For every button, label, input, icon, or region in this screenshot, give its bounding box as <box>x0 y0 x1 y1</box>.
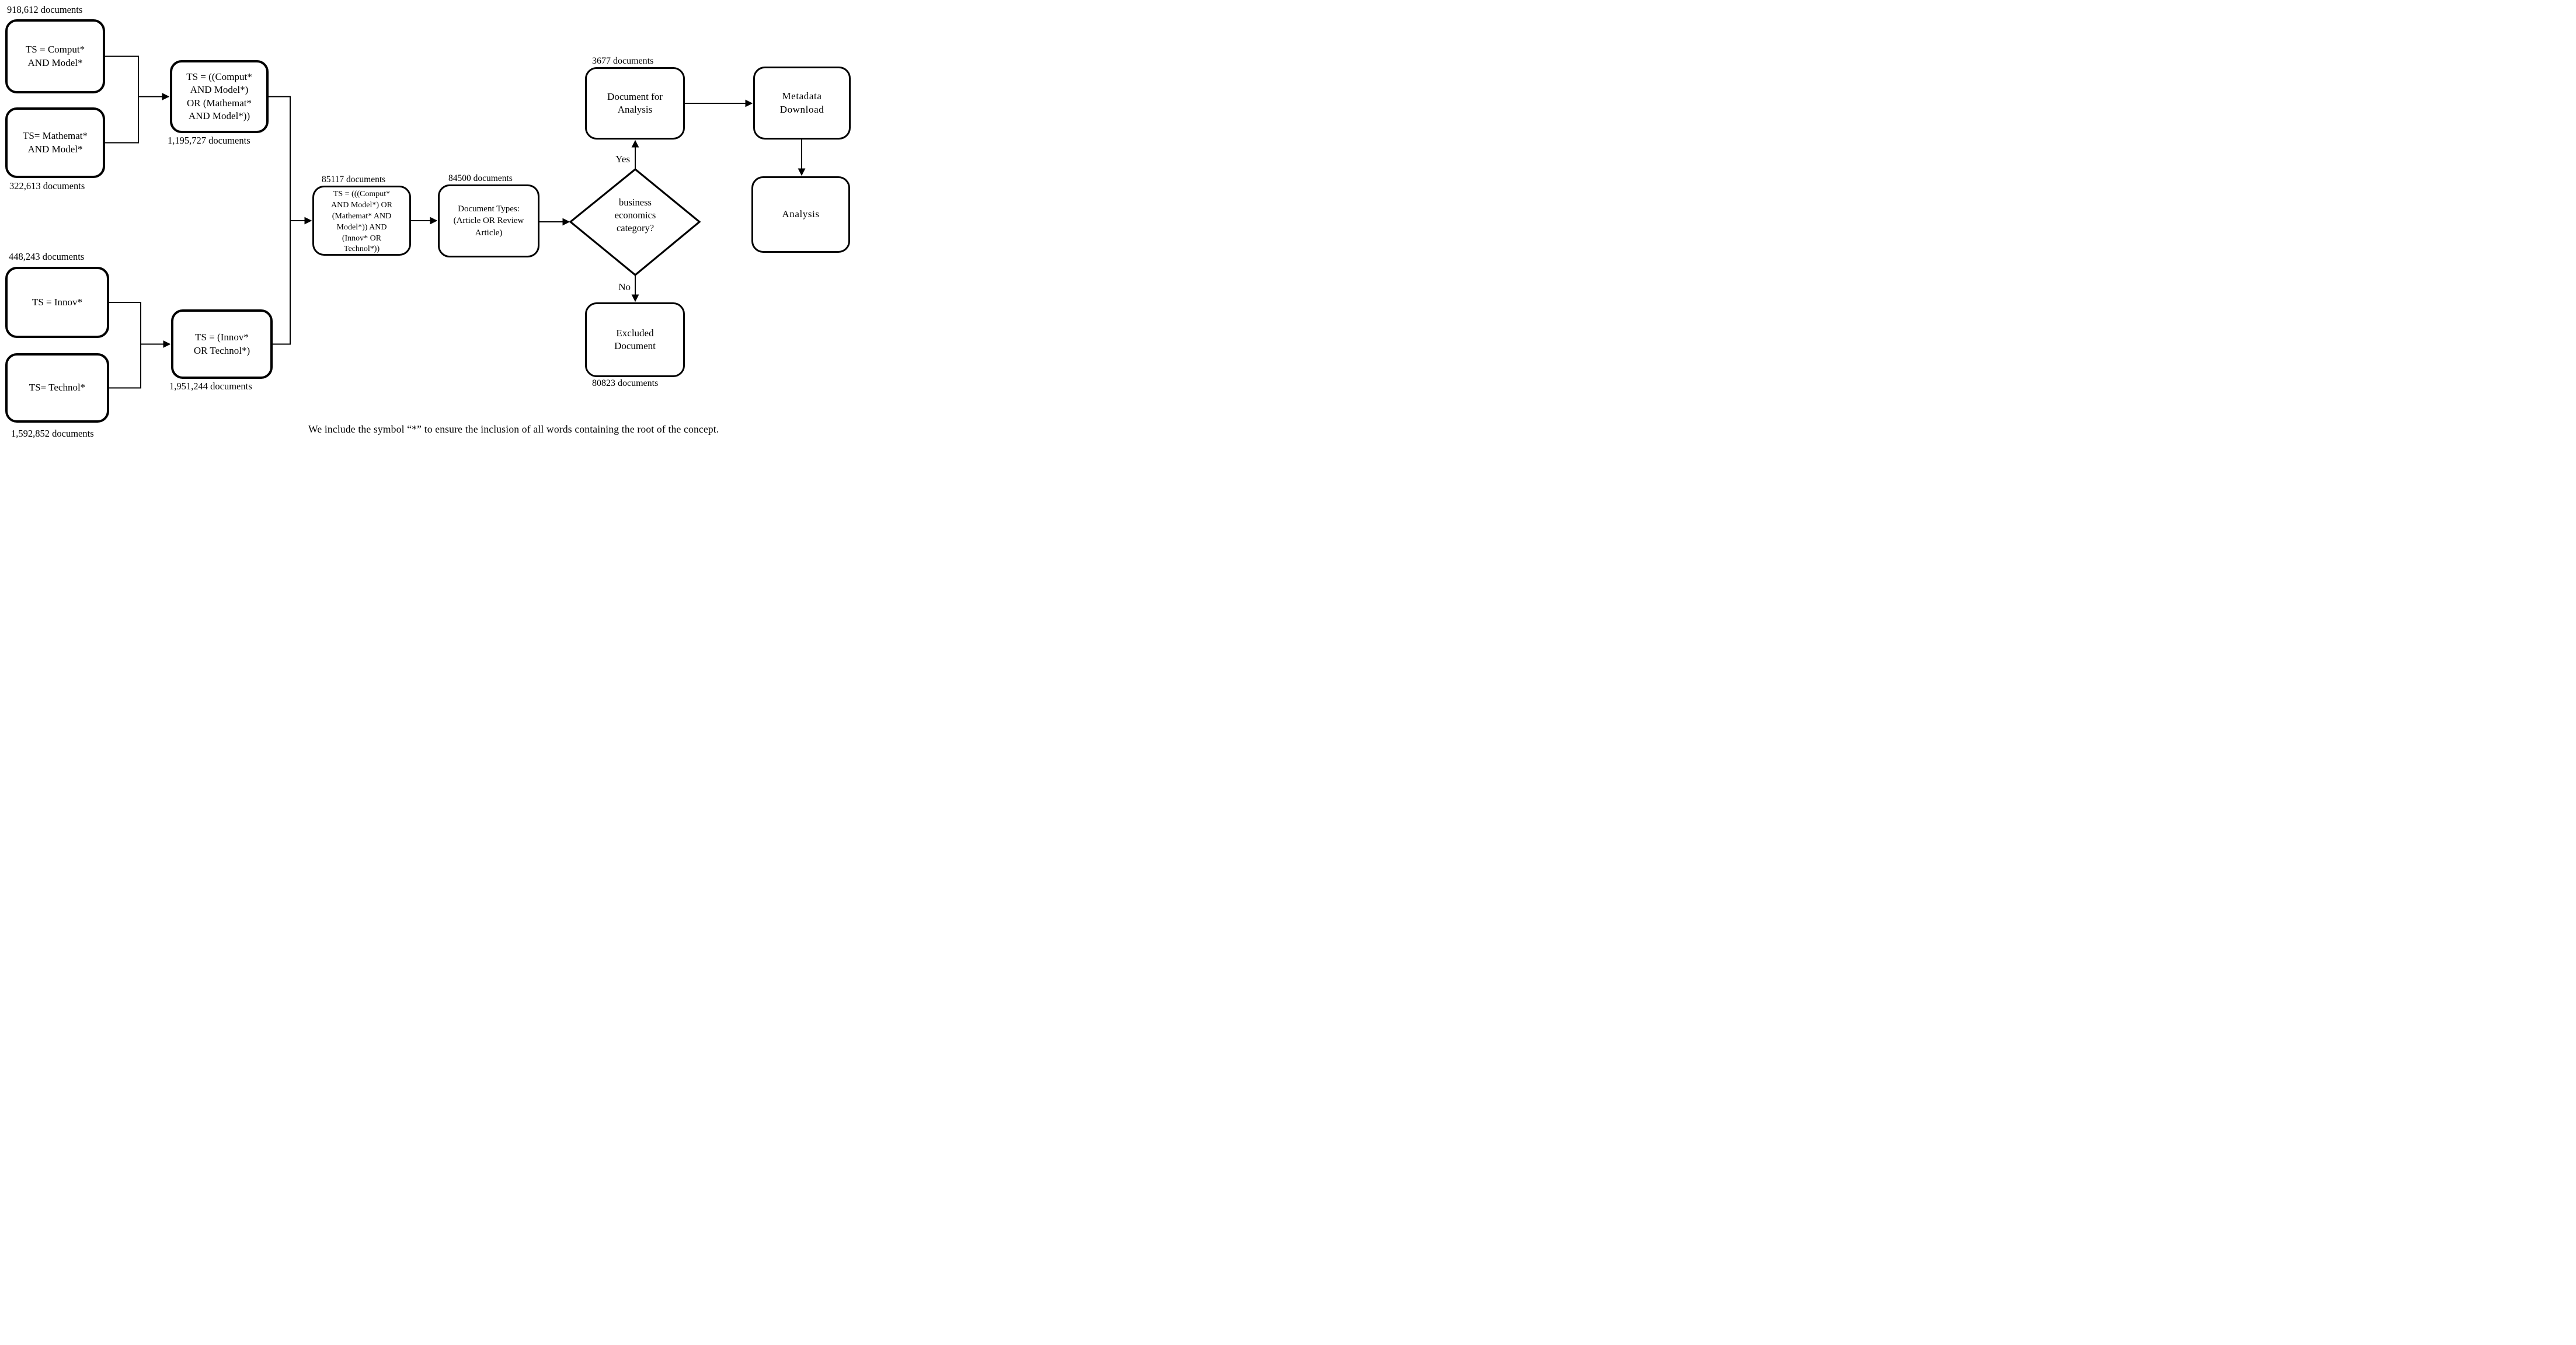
count-comput-model: 918,612 documents <box>7 4 83 15</box>
count-innov-or-technol: 1,951,244 documents <box>169 381 252 392</box>
node-mathemat-model: TS= Mathemat* AND Model* <box>5 107 105 178</box>
count-mathemat-model: 322,613 documents <box>9 180 85 191</box>
node-innov: TS = Innov* <box>5 267 109 338</box>
footnote: We include the symbol “*” to ensure the … <box>308 423 719 435</box>
node-metadata-download: Metadata Download <box>753 67 851 140</box>
node-excluded-document: Excluded Document <box>585 302 685 377</box>
count-document-types: 84500 documents <box>448 173 513 183</box>
node-comput-model: TS = Comput* AND Model* <box>5 19 105 93</box>
count-comput-or-mathemat: 1,195,727 documents <box>168 135 250 146</box>
decision-yes-label: Yes <box>615 154 630 165</box>
count-excluded-document: 80823 documents <box>592 378 659 388</box>
node-innov-or-technol: TS = (Innov* OR Technol*) <box>171 309 273 379</box>
count-combined-query: 85117 documents <box>322 175 386 184</box>
flowchart-canvas: TS = Comput* AND Model* TS= Mathemat* AN… <box>0 0 859 448</box>
decision-diamond <box>569 168 701 277</box>
flowchart-connectors <box>105 55 806 389</box>
bracket-comput-mathemat <box>105 55 139 144</box>
node-comput-or-mathemat: TS = ((Comput* AND Model*) OR (Mathemat*… <box>170 60 269 133</box>
decision-no-label: No <box>618 281 631 292</box>
node-document-types: Document Types: (Article OR Review Artic… <box>438 184 539 257</box>
decision-label: business economics category? <box>614 197 656 234</box>
count-document-for-analysis: 3677 documents <box>592 56 654 66</box>
bracket-innov-technol <box>109 302 141 389</box>
node-document-for-analysis: Document for Analysis <box>585 67 685 140</box>
count-innov: 448,243 documents <box>9 251 85 262</box>
node-technol: TS= Technol* <box>5 353 109 423</box>
node-analysis: Analysis <box>751 176 850 253</box>
combiner-line <box>269 96 291 345</box>
count-technol: 1,592,852 documents <box>11 428 94 439</box>
node-combined-query: TS = (((Comput* AND Model*) OR (Mathemat… <box>312 186 411 256</box>
